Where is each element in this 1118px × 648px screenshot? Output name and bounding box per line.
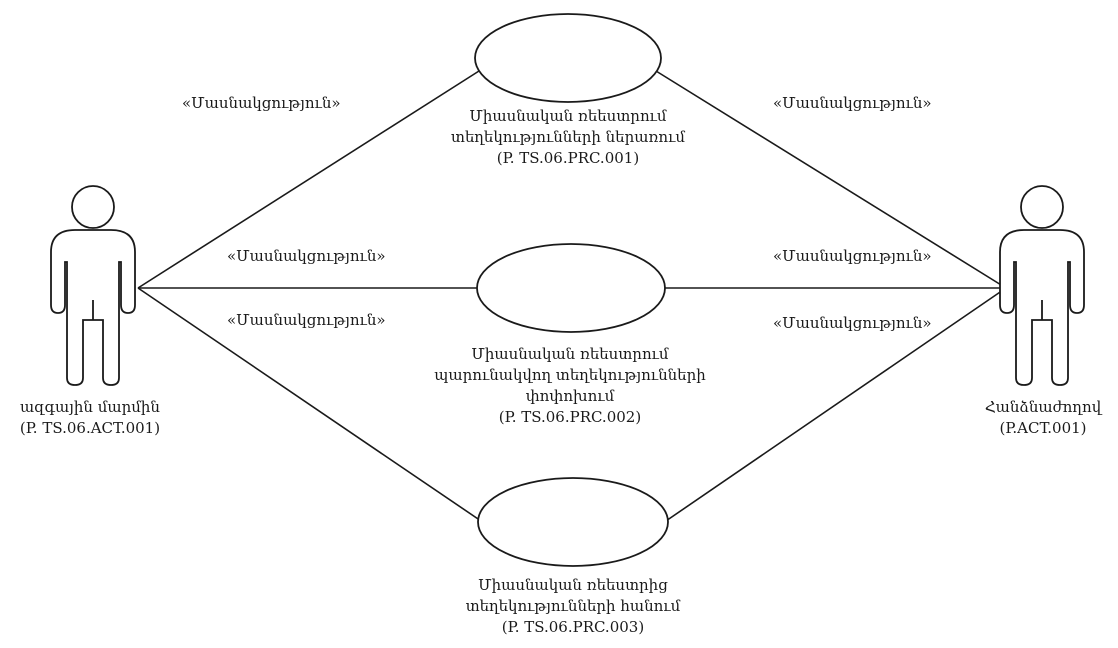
use-case-label-1: Միասնական ռեեստրում տեղեկությունների ներ…	[428, 106, 708, 169]
use-case-ellipse-2	[476, 243, 666, 333]
actor-right-icon	[999, 185, 1085, 386]
relation-label-right-mid: «Մասնակցություն»	[773, 247, 932, 265]
actor-left-label: ազգային մարմին (P. TS.06.ACT.001)	[0, 397, 180, 439]
use-case-3-line-2: տեղեկությունների հանում	[465, 597, 681, 615]
association-left-bottom	[137, 287, 485, 524]
use-case-2-line-1: Միասնական ռեեստրում	[471, 345, 669, 363]
use-case-ellipse-3	[477, 477, 669, 567]
use-case-ellipse-1	[474, 13, 662, 103]
use-case-2-line-3: փոփոխում	[525, 387, 615, 405]
association-right-top	[655, 70, 1007, 289]
relation-label-left-bottom: «Մասնակցություն»	[227, 311, 386, 329]
relation-label-left-top: «Մասնակցություն»	[182, 94, 341, 112]
use-case-1-line-1: Միասնական ռեեստրում	[469, 107, 667, 125]
use-case-2-line-2: պարունակվող տեղեկությունների	[434, 366, 706, 384]
use-case-3-line-1: Միասնական ռեեստրից	[478, 576, 668, 594]
use-case-1-line-2: տեղեկությունների ներառում	[451, 128, 685, 146]
actor-right-code: (P.ACT.001)	[999, 419, 1087, 437]
actor-right-label: Հանձնաժողով (P.ACT.001)	[968, 397, 1118, 439]
actor-left-code: (P. TS.06.ACT.001)	[19, 419, 161, 437]
association-right-bottom	[662, 287, 1007, 524]
use-case-2-code: (P. TS.06.PRC.002)	[498, 408, 642, 426]
use-case-1-code: (P. TS.06.PRC.001)	[496, 149, 640, 167]
relation-label-right-top: «Մասնակցություն»	[773, 94, 932, 112]
relation-label-right-bottom: «Մասնակցություն»	[773, 314, 932, 332]
association-left-top	[137, 70, 480, 289]
actor-left-icon	[50, 185, 136, 386]
actor-right-name: Հանձնաժողով	[984, 398, 1102, 416]
actor-left-name: ազգային մարմին	[20, 398, 160, 416]
relation-label-left-mid: «Մասնակցություն»	[227, 247, 386, 265]
use-case-label-2: Միասնական ռեեստրում պարունակվող տեղեկութ…	[420, 344, 720, 428]
use-case-3-code: (P. TS.06.PRC.003)	[501, 618, 645, 636]
use-case-label-3: Միասնական ռեեստրից տեղեկությունների հանո…	[433, 575, 713, 638]
